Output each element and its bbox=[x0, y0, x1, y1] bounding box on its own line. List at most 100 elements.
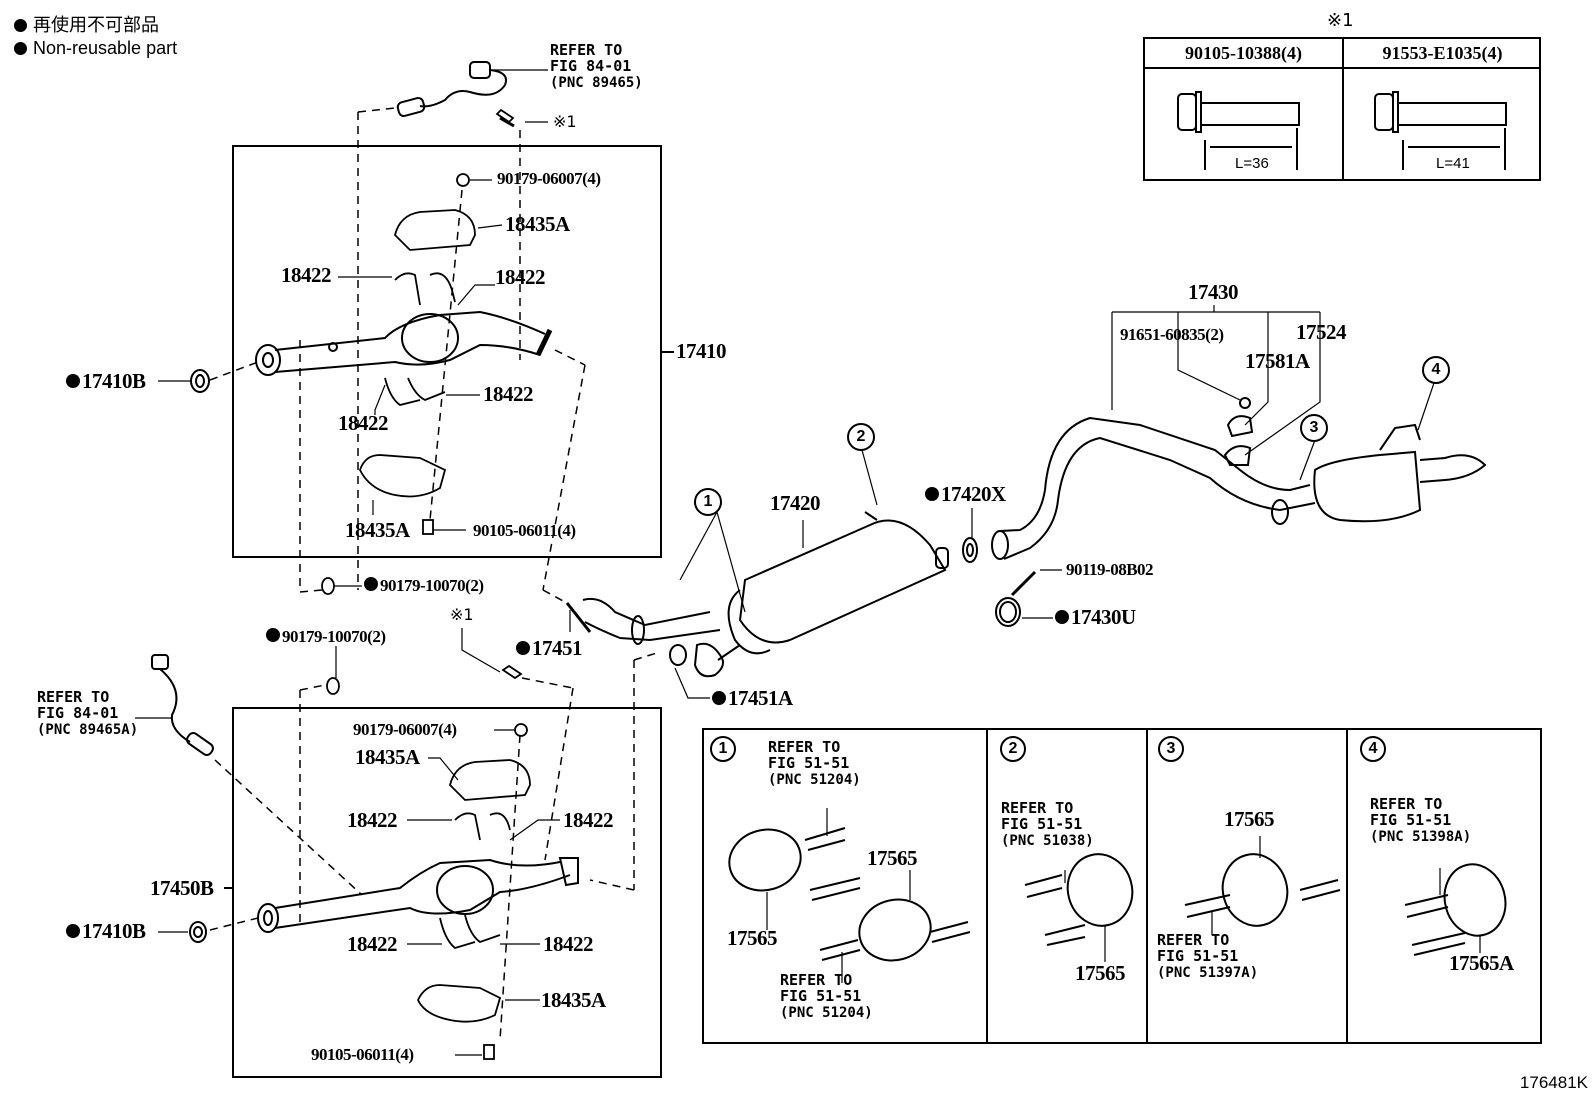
part-label[interactable]: 90179-06007(4) bbox=[497, 169, 601, 188]
part-label[interactable]: 18422 bbox=[483, 382, 534, 406]
part-label-non-reusable[interactable]: 17410B bbox=[66, 921, 146, 942]
legend-en: Non-reusable part bbox=[14, 37, 177, 60]
oxygen-sensor-lower bbox=[151, 654, 214, 756]
note-mark: ※1 bbox=[1327, 10, 1354, 31]
table-divider bbox=[1342, 39, 1344, 179]
non-reusable-dot-icon bbox=[66, 924, 80, 938]
table-part-number[interactable]: 91553-E1035(4) bbox=[1382, 43, 1503, 63]
nut-icon bbox=[514, 723, 528, 737]
part-label[interactable]: 17581A bbox=[1245, 349, 1310, 373]
bracket-icon bbox=[439, 914, 501, 949]
part-label[interactable]: 17565 bbox=[727, 926, 778, 950]
bracket-icon bbox=[384, 377, 446, 406]
panel-reference[interactable]: REFER TO FIG 51-51 (PNC 51398A) bbox=[1370, 795, 1472, 845]
oxygen-sensor-upper bbox=[396, 61, 515, 128]
part-label[interactable]: 17565 bbox=[1224, 807, 1275, 831]
part-label[interactable]: 18422 bbox=[563, 808, 614, 832]
bolt-note-table: 90105-10388(4) 91553-E1035(4) bbox=[1143, 37, 1541, 181]
part-label[interactable]: 90105-06011(4) bbox=[311, 1045, 414, 1064]
panel-number: 3 bbox=[1158, 736, 1184, 762]
part-label[interactable]: 18422 bbox=[338, 411, 389, 435]
legend: 再使用不可部品 Non-reusable part bbox=[14, 14, 177, 60]
panel-number: 4 bbox=[1360, 736, 1386, 762]
heat-insulator-icon bbox=[359, 454, 447, 498]
non-reusable-dot-icon bbox=[14, 42, 27, 55]
panel-number: 2 bbox=[1000, 736, 1026, 762]
part-label[interactable]: 18422 bbox=[543, 932, 594, 956]
nut-icon bbox=[456, 173, 470, 187]
part-label[interactable]: 18435A bbox=[355, 745, 420, 769]
assembly-label[interactable]: 17450B bbox=[150, 876, 214, 900]
part-label[interactable]: 18422 bbox=[495, 265, 546, 289]
non-reusable-dot-icon bbox=[712, 691, 726, 705]
part-label-non-reusable[interactable]: 90179-10070(2) bbox=[364, 577, 484, 594]
upper-assembly-frame bbox=[232, 145, 662, 558]
bolt-icon bbox=[422, 519, 434, 535]
bolt-icon bbox=[501, 664, 523, 680]
bolt-length: L=41 bbox=[1436, 155, 1470, 172]
part-label[interactable]: 17565A bbox=[1449, 951, 1514, 975]
part-label[interactable]: 90105-06011(4) bbox=[473, 521, 576, 540]
part-label-non-reusable[interactable]: 17451A bbox=[712, 688, 793, 709]
heat-insulator-icon bbox=[449, 759, 531, 801]
bolt-icon bbox=[483, 1044, 495, 1060]
part-label[interactable]: 18422 bbox=[347, 932, 398, 956]
nut-icon bbox=[326, 677, 340, 695]
callout-1[interactable]: 1 bbox=[694, 488, 722, 516]
clamp-icon bbox=[995, 597, 1021, 627]
panel-reference[interactable]: REFER TO FIG 51-51 (PNC 51397A) bbox=[1157, 931, 1259, 981]
part-label-non-reusable[interactable]: 17420X bbox=[925, 484, 1006, 505]
callout-4[interactable]: 4 bbox=[1422, 356, 1450, 384]
part-label-non-reusable[interactable]: 17430U bbox=[1055, 607, 1136, 628]
part-label[interactable]: 17565 bbox=[1075, 961, 1126, 985]
non-reusable-dot-icon bbox=[364, 577, 378, 591]
part-label[interactable]: 90119-08B02 bbox=[1066, 560, 1154, 579]
bracket-icon bbox=[454, 812, 511, 841]
nut-icon bbox=[321, 577, 335, 595]
part-label[interactable]: 17565 bbox=[867, 846, 918, 870]
non-reusable-dot-icon bbox=[14, 19, 27, 32]
bolt-length: L=36 bbox=[1235, 155, 1269, 172]
lower-assembly-frame bbox=[232, 707, 662, 1078]
part-label-non-reusable[interactable]: 90179-10070(2) bbox=[266, 628, 386, 645]
detail-panels-frame bbox=[702, 728, 1542, 1044]
table-part-number[interactable]: 90105-10388(4) bbox=[1185, 43, 1302, 63]
non-reusable-dot-icon bbox=[516, 641, 530, 655]
callout-3[interactable]: 3 bbox=[1300, 414, 1328, 442]
figure-id: 176481K bbox=[1519, 1073, 1588, 1092]
note-mark: ※1 bbox=[450, 605, 474, 624]
part-label[interactable]: 18422 bbox=[347, 808, 398, 832]
part-label[interactable]: 18422 bbox=[281, 263, 332, 287]
non-reusable-dot-icon bbox=[266, 628, 280, 642]
legend-jp: 再使用不可部品 bbox=[14, 14, 177, 37]
part-label-non-reusable[interactable]: 17451 bbox=[516, 638, 583, 659]
part-label[interactable]: 91651-60835(2) bbox=[1120, 325, 1224, 344]
part-label[interactable]: 18435A bbox=[505, 212, 570, 236]
part-label[interactable]: 17524 bbox=[1296, 320, 1347, 344]
callout-2[interactable]: 2 bbox=[847, 423, 875, 451]
part-label[interactable]: 90179-06007(4) bbox=[353, 720, 457, 739]
part-label[interactable]: 17420 bbox=[770, 491, 821, 515]
panel-reference[interactable]: REFER TO FIG 51-51 (PNC 51204) bbox=[780, 971, 873, 1021]
bolt-icon bbox=[1239, 397, 1251, 409]
assembly-label[interactable]: 17410 bbox=[676, 339, 727, 363]
heat-insulator-icon bbox=[417, 984, 502, 1023]
heat-insulator-icon bbox=[394, 209, 476, 251]
panel-reference[interactable]: REFER TO FIG 51-51 (PNC 51204) bbox=[768, 738, 861, 788]
part-label-non-reusable[interactable]: 17410B bbox=[66, 371, 146, 392]
part-label[interactable]: 18435A bbox=[345, 518, 410, 542]
hanger-icon bbox=[1223, 445, 1252, 466]
front-pipe-lower bbox=[189, 857, 579, 943]
sensor-reference-upper[interactable]: REFER TO FIG 84-01 (PNC 89465) bbox=[550, 41, 643, 91]
note-mark: ※1 bbox=[553, 112, 577, 131]
front-pipe-upper bbox=[190, 310, 553, 393]
detail-hanger-art bbox=[728, 827, 1507, 962]
part-label[interactable]: 18435A bbox=[541, 988, 606, 1012]
sensor-reference-lower[interactable]: REFER TO FIG 84-01 (PNC 89465A) bbox=[37, 688, 139, 738]
non-reusable-dot-icon bbox=[1055, 610, 1069, 624]
assembly-label[interactable]: 17430 bbox=[1188, 280, 1239, 304]
panel-reference[interactable]: REFER TO FIG 51-51 (PNC 51038) bbox=[1001, 799, 1094, 849]
panel-number: 1 bbox=[710, 736, 736, 762]
center-muffler bbox=[565, 397, 1487, 678]
